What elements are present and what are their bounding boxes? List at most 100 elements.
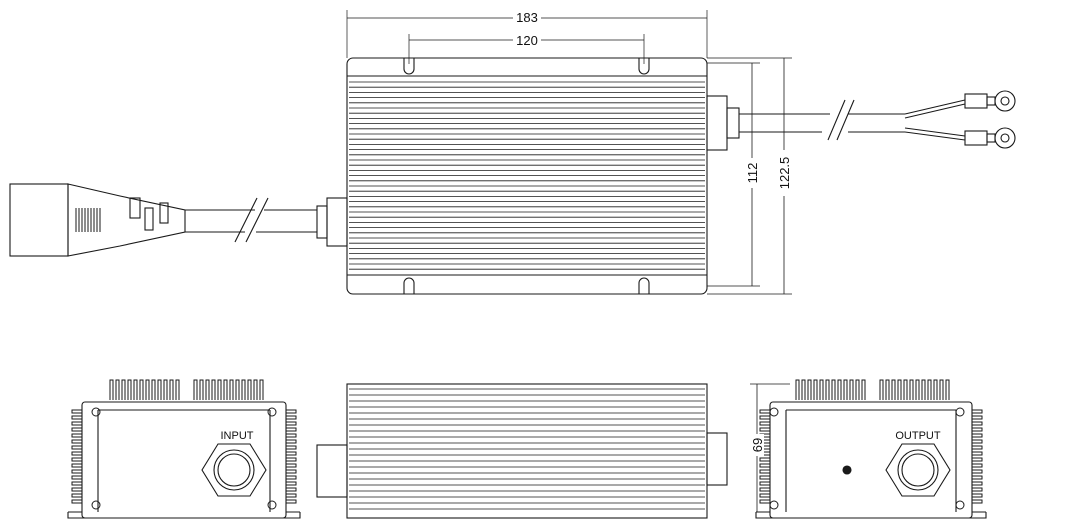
fin-line xyxy=(175,379,180,400)
fin-line xyxy=(223,379,228,400)
fin-line xyxy=(286,421,297,426)
fin-line xyxy=(247,379,252,400)
fin-line xyxy=(211,379,216,400)
fin-line xyxy=(229,379,234,400)
fin-line xyxy=(819,379,824,400)
fin-line xyxy=(945,379,950,400)
fin-line xyxy=(163,379,168,400)
fin-line xyxy=(286,487,297,492)
fin-line xyxy=(972,499,983,504)
fin-line xyxy=(861,379,866,400)
fin-line xyxy=(972,487,983,492)
dimension-inner-width-label: 112 xyxy=(745,163,760,184)
fin-line xyxy=(972,445,983,450)
fin-line xyxy=(286,445,297,450)
fin-line xyxy=(972,475,983,480)
fin-line xyxy=(759,427,770,432)
fin-line xyxy=(199,379,204,400)
fin-line xyxy=(849,379,854,400)
fin-line xyxy=(157,379,162,400)
fin-line xyxy=(139,379,144,400)
fin-line xyxy=(71,463,82,468)
fin-line xyxy=(759,463,770,468)
fin-line xyxy=(843,379,848,400)
output-end-view xyxy=(750,379,987,519)
fin-line xyxy=(286,463,297,468)
fin-line xyxy=(813,379,818,400)
mounting-slot xyxy=(638,277,650,294)
fin-line xyxy=(286,475,297,480)
fin-line xyxy=(71,415,82,420)
fin-line xyxy=(235,379,240,400)
fin-line xyxy=(71,469,82,474)
fin-line xyxy=(885,379,890,400)
fin-line xyxy=(759,469,770,474)
fin-line xyxy=(286,415,297,420)
fin-line xyxy=(759,475,770,480)
ac-plug xyxy=(9,183,186,257)
fin-line xyxy=(286,409,297,414)
fin-line xyxy=(837,379,842,400)
fin-line xyxy=(241,379,246,400)
fin-line xyxy=(71,409,82,414)
housing-outline xyxy=(346,57,708,295)
fin-line xyxy=(71,427,82,432)
top-view xyxy=(9,10,1016,295)
fin-line xyxy=(939,379,944,400)
dimension-height-label: 69 xyxy=(750,438,765,452)
fin-line xyxy=(759,421,770,426)
fin-line xyxy=(807,379,812,400)
mounting-slot xyxy=(638,58,650,75)
fin-line xyxy=(972,451,983,456)
fin-line xyxy=(972,493,983,498)
fin-line xyxy=(286,457,297,462)
fin-line xyxy=(151,379,156,400)
input-label: INPUT xyxy=(221,430,254,442)
fin-line xyxy=(286,451,297,456)
fin-line xyxy=(831,379,836,400)
fin-line xyxy=(759,457,770,462)
fin-line xyxy=(71,487,82,492)
fin-line xyxy=(903,379,908,400)
output-gland-nut xyxy=(885,443,951,497)
input-gland-nut xyxy=(201,443,267,497)
mounting-slot xyxy=(403,277,415,294)
dimension-hole-spacing-label: 120 xyxy=(516,33,538,48)
fin-line xyxy=(145,379,150,400)
fin-line xyxy=(71,445,82,450)
fin-line xyxy=(855,379,860,400)
dimension-length-label: 183 xyxy=(516,10,538,25)
fin-line xyxy=(286,481,297,486)
input-gland xyxy=(326,197,348,247)
fin-line xyxy=(71,481,82,486)
output-gland xyxy=(706,95,728,151)
fin-line xyxy=(972,481,983,486)
fin-line xyxy=(169,379,174,400)
fin-line xyxy=(891,379,896,400)
fin-line xyxy=(972,433,983,438)
fin-line xyxy=(133,379,138,400)
fin-line xyxy=(921,379,926,400)
fin-line xyxy=(127,379,132,400)
fin-line xyxy=(972,463,983,468)
fin-line xyxy=(759,415,770,420)
fin-line xyxy=(972,457,983,462)
fin-line xyxy=(759,481,770,486)
ring-terminal xyxy=(964,127,1016,149)
fin-line xyxy=(217,379,222,400)
mounting-slot xyxy=(403,58,415,75)
ring-terminal xyxy=(964,90,1016,112)
fin-line xyxy=(193,379,198,400)
fin-line xyxy=(286,439,297,444)
fin-line xyxy=(71,457,82,462)
fin-line xyxy=(801,379,806,400)
fin-line xyxy=(71,475,82,480)
fin-line xyxy=(759,493,770,498)
fin-line xyxy=(71,439,82,444)
fin-line xyxy=(71,433,82,438)
fin-line xyxy=(927,379,932,400)
fin-line xyxy=(759,499,770,504)
fin-line xyxy=(71,421,82,426)
fin-line xyxy=(972,427,983,432)
